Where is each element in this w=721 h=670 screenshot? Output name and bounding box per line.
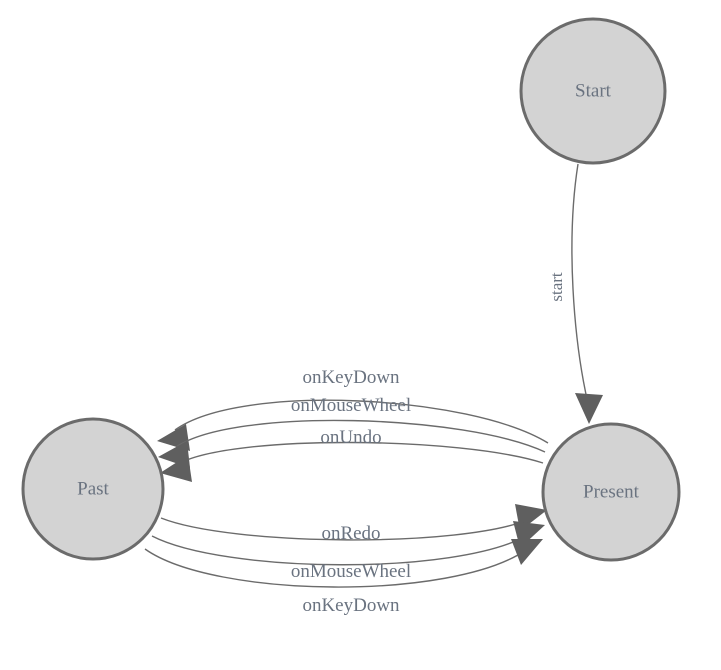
edge-present-to-past-onmousewheel-path [175,419,546,453]
edge-present-to-past-onkeydown-path [174,399,549,444]
edge-label-past-present-onkeydown: onKeyDown [302,595,400,616]
edge-start-to-present-arrowhead [575,393,603,424]
edge-label-present-past-onmousewheel: onMouseWheel [291,395,411,416]
edge-start-to-present-path [571,163,590,409]
edge-past-to-present-onkeydown[interactable]: onKeyDown [144,539,543,616]
node-past-circle [21,417,165,561]
node-present[interactable]: Present [541,422,681,562]
edge-present-to-past-onundo[interactable]: onUndo [160,427,544,482]
node-present-label: Present [583,481,640,502]
edge-present-to-past-onundo-arrowhead [160,455,192,482]
edge-label-past-present-onredo: onRedo [321,523,380,544]
node-start[interactable]: Start [519,17,667,165]
node-present-circle [541,422,681,562]
edge-label-present-past-onkeydown: onKeyDown [302,367,400,388]
edge-past-to-present-onmousewheel-path [151,534,529,566]
node-start-circle [519,17,667,165]
edge-past-to-present-onredo-path [160,517,531,541]
edge-label-start: start [547,272,566,302]
edge-past-to-present-onmousewheel[interactable]: onMouseWheel [151,521,545,582]
edge-label-past-present-onmousewheel: onMouseWheel [291,561,411,582]
edge-past-to-present-onkeydown-arrowhead [511,539,543,565]
node-past[interactable]: Past [21,417,165,561]
edge-past-to-present-onredo[interactable]: onRedo [160,504,547,544]
edge-past-to-present-onkeydown-path [144,548,527,588]
edge-label-present-past-onundo: onUndo [320,427,381,448]
edge-present-to-past-onundo-path [177,441,544,465]
edge-start-to-present[interactable]: start [547,163,603,424]
node-past-label: Past [77,478,109,499]
node-start-label: Start [575,80,612,101]
